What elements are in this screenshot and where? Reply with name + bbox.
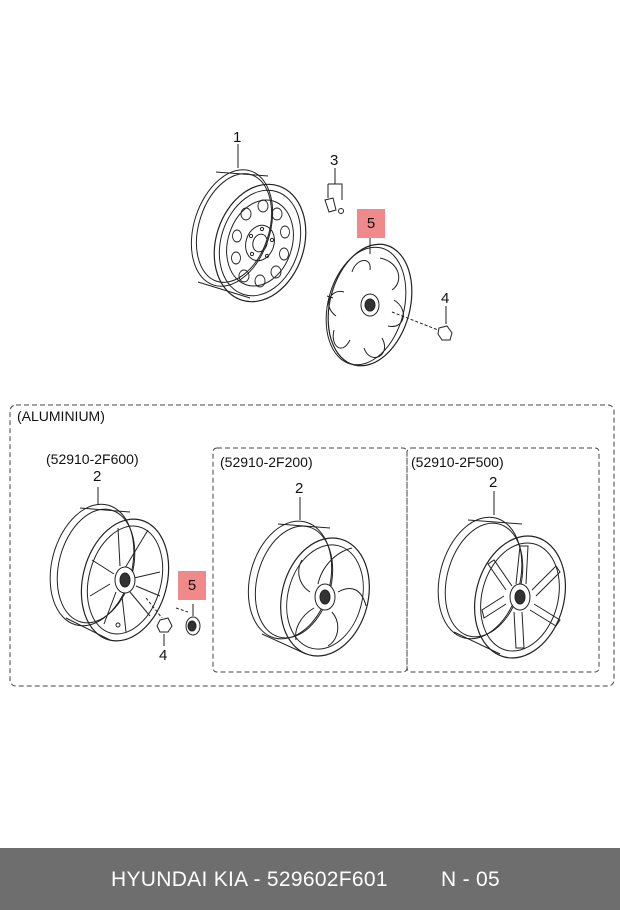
callout-2-a: 2: [93, 468, 102, 485]
alloy-wheel-c: [437, 491, 567, 659]
group-label-aluminium: (ALUMINIUM): [17, 408, 105, 424]
part-number-text: HYUNDAI KIA - 529602F601: [111, 868, 388, 891]
callout-2-b: 2: [295, 480, 304, 497]
callout-5-highlight: 5: [357, 209, 385, 238]
parts-diagram: 1 3 5 4 (ALUMINIUM) (52910-2F600) (52910…: [9, 129, 615, 687]
footer-bar: HYUNDAI KIA - 529602F601 N - 05: [0, 848, 620, 910]
callout-4-b: 4: [159, 647, 168, 664]
callout-5-highlight-b: 5: [178, 571, 206, 600]
variant-label-1: (52910-2F600): [46, 451, 139, 467]
callout-3: 3: [330, 152, 339, 169]
alloy-wheel-b: [247, 497, 370, 657]
valve-parts: [324, 168, 344, 214]
callout-5-b: 5: [187, 577, 197, 594]
variant-label-2: (52910-2F200): [220, 454, 313, 470]
callout-4: 4: [441, 290, 450, 307]
wheel-cover: [325, 238, 439, 367]
diagram-drawing: [9, 144, 615, 687]
steel-wheel: [190, 144, 307, 303]
callout-5: 5: [366, 215, 376, 232]
page-number-text: N - 05: [441, 868, 500, 891]
alloy-wheel-a: [49, 487, 201, 646]
variant-label-3: (52910-2F500): [411, 454, 504, 470]
callout-1: 1: [233, 129, 242, 146]
callout-2-c: 2: [489, 474, 498, 491]
lug-nut-top: [437, 306, 453, 341]
